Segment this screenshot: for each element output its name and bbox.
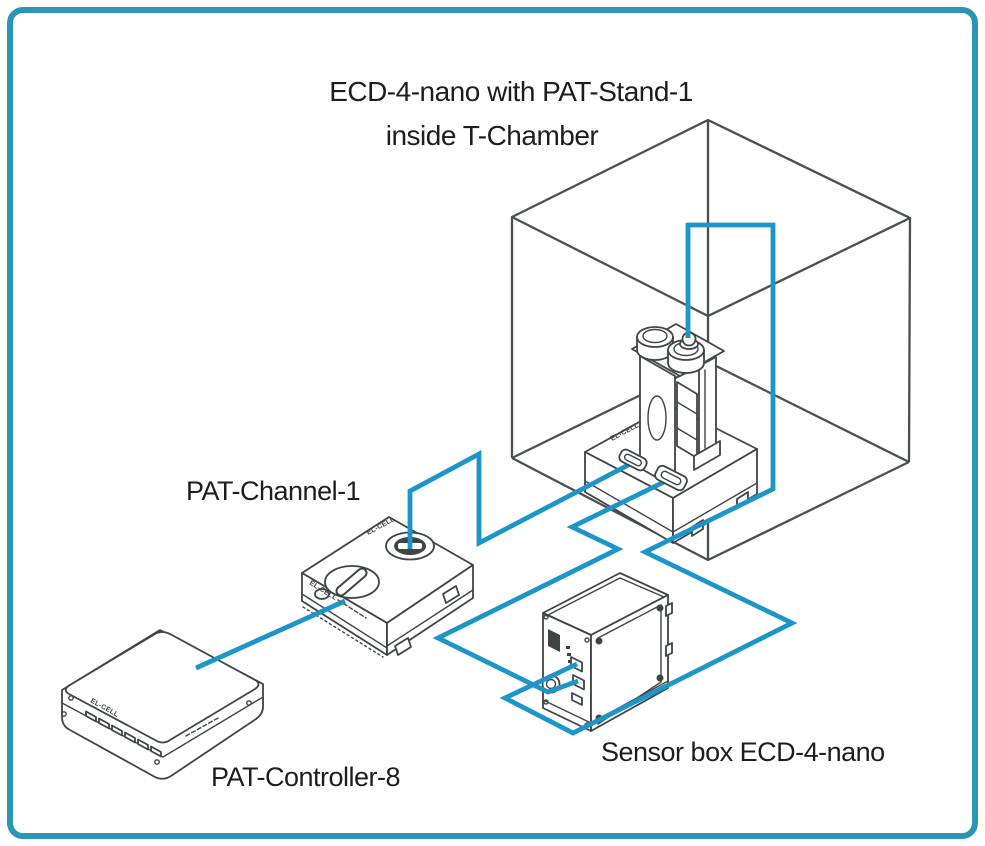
controller-connector-slots bbox=[85, 710, 162, 758]
controller-screws bbox=[61, 695, 252, 765]
label-pat-controller-8: PAT-Controller-8 bbox=[211, 762, 401, 792]
pat-stand-tower bbox=[631, 323, 725, 489]
cable-stand-to-sensor-box bbox=[432, 477, 670, 695]
diagram-title-line2: inside T-Chamber bbox=[385, 120, 599, 151]
diagram-title-line1: ECD-4-nano with PAT-Stand-1 bbox=[329, 76, 693, 107]
cable-cell-to-sensor-box bbox=[499, 222, 798, 736]
cable-controller-to-channel bbox=[195, 598, 346, 671]
sensor-box-device bbox=[541, 572, 673, 732]
channel-knob bbox=[314, 565, 380, 600]
pat-channel-1-device: EL-CELL EL-CELL bbox=[301, 516, 474, 658]
label-pat-channel-1: PAT-Channel-1 bbox=[186, 476, 361, 506]
cable-channel-to-stand bbox=[407, 449, 636, 549]
pat-controller-8-device: EL-CELL bbox=[61, 629, 264, 780]
label-sensor-box: Sensor box ECD-4-nano bbox=[601, 737, 885, 767]
cables bbox=[195, 222, 798, 736]
dsub-connector-left bbox=[618, 448, 648, 472]
channel-feet bbox=[394, 585, 460, 656]
sensor-box-hinges bbox=[665, 602, 673, 657]
dsub-connector-right bbox=[654, 464, 688, 492]
